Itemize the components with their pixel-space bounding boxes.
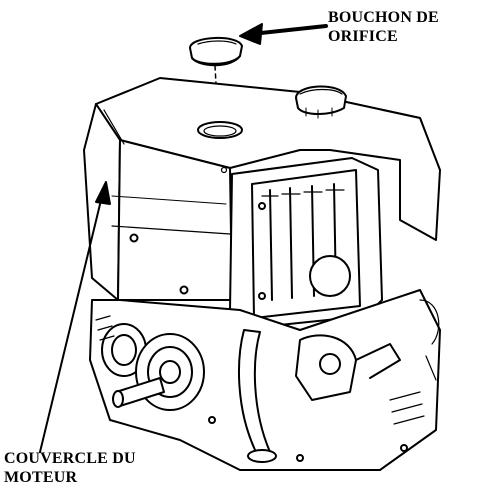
orifice-cap-label-line2: ORIFICE (328, 28, 398, 45)
orifice-cap (189, 36, 243, 67)
cap-leader-arrow (239, 23, 328, 45)
engine-cover-label: COUVERCLE DU MOTEUR (4, 449, 136, 487)
fuel-tank-cap (295, 85, 347, 119)
cover-leader-arrow (39, 181, 111, 453)
muffler-unit (229, 157, 383, 329)
engine-cover-label-line1: COUVERCLE DU (4, 450, 136, 467)
engine-cover-label-line2: MOTEUR (4, 469, 78, 486)
orifice-cap-label-line1: BOUCHON DE (328, 9, 439, 26)
orifice-cap-label: BOUCHON DE ORIFICE (328, 8, 439, 46)
crankcase (89, 289, 441, 471)
engine-cover (83, 77, 441, 301)
